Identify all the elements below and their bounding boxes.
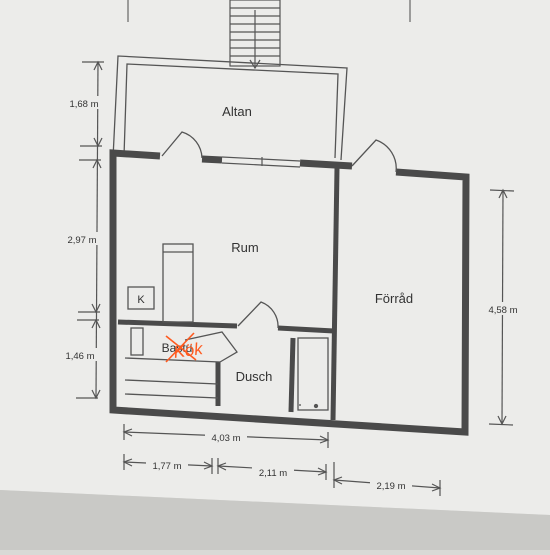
doors: [161, 131, 397, 363]
room-label-altan: Altan: [222, 104, 252, 119]
room-label-forrad: Förråd: [375, 291, 413, 306]
forrad-door: [351, 139, 397, 173]
paper-sheet: [0, 0, 550, 515]
dim-bottom-mid: 2,11 m: [259, 468, 287, 479]
dim-bg-left-mid: [62, 232, 102, 245]
room-label-dusch: Dusch: [236, 369, 273, 384]
dusch-door: [237, 301, 279, 329]
paper-shadow: [0, 490, 550, 550]
kok-scribble: Kök: [172, 339, 205, 362]
bastu-door: [184, 331, 238, 363]
dim-bottom-total: 4,03 m: [211, 433, 240, 444]
dim-left-mid: 2,97 m: [67, 235, 96, 246]
altan-door: [161, 131, 203, 159]
dim-bg-right: [482, 302, 524, 315]
altan-outline: [112, 55, 348, 161]
dim-left-top: 1,68 m: [69, 99, 98, 110]
bastu-heater: [130, 327, 144, 356]
room-label-k: K: [137, 294, 145, 306]
dim-bg-bottom-total: [205, 430, 247, 443]
stairs: [229, 0, 281, 70]
room-label-rum: Rum: [231, 240, 258, 255]
shower-cabinet: [297, 337, 329, 411]
top-window: [221, 156, 301, 168]
dim-bg-bottom-right: [370, 478, 412, 491]
dim-bg-left-top: [64, 96, 104, 109]
dim-bg-left-bottom: [60, 348, 100, 361]
dim-bg-bottom-left: [146, 458, 188, 471]
dim-bottom-right: 2,19 m: [376, 481, 405, 492]
dim-bottom-left: 1,77 m: [152, 461, 181, 472]
k-box: [127, 286, 155, 310]
dim-bg-bottom-mid: [252, 465, 294, 478]
dim-right: 4,58 m: [488, 305, 517, 316]
dim-left-bottom: 1,46 m: [65, 351, 94, 362]
kok-annotation: Kök: [165, 332, 205, 363]
fixtures: [124, 243, 329, 411]
left-dimension-line: [76, 60, 104, 400]
bench-fixture: [162, 243, 194, 323]
main-walls: [109, 149, 470, 436]
